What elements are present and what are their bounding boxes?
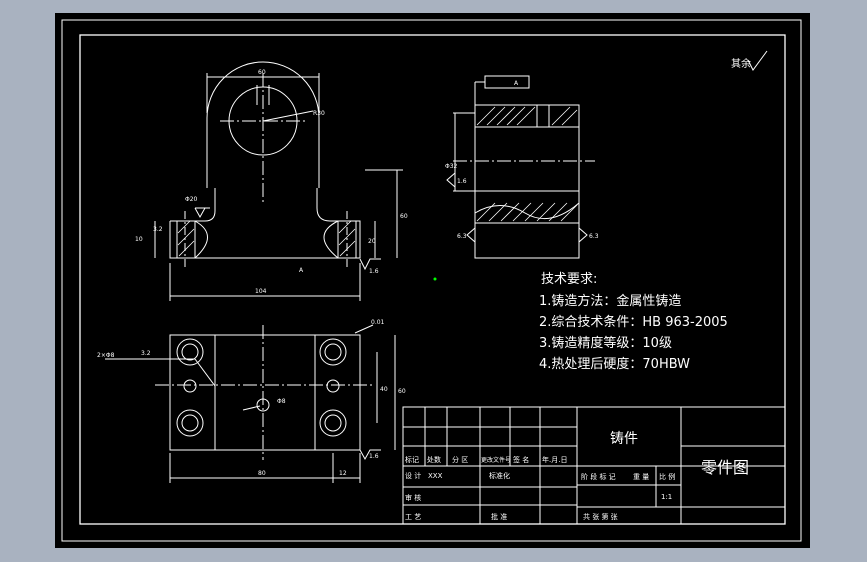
dim-top-width: 60 — [258, 69, 266, 76]
inner-border — [79, 34, 786, 525]
finish-63-a: 6.3 — [457, 233, 467, 240]
dim-vertical-bore: Φ32 — [445, 163, 458, 170]
datum-frame: A — [514, 80, 519, 87]
finish-63-b: 6.3 — [589, 233, 599, 240]
dim-plan-height: 60 — [398, 388, 406, 395]
tb-part-name: 铸件 — [610, 431, 638, 447]
dim-hole-small: Φ8 — [277, 398, 286, 405]
tb-sign-mark: 标记 — [405, 455, 419, 464]
tb-stage-mark: 阶 段 标 记 — [581, 472, 616, 481]
datum-a: A — [299, 267, 304, 274]
tech-heading: 技术要求: — [541, 272, 597, 287]
finish-32-a: 3.2 — [153, 226, 163, 233]
drawing-sheet: 60 R30 104 60 20 10 Φ20 80 12 60 40 Φ32 … — [55, 13, 810, 548]
dim-radius: R30 — [313, 110, 325, 117]
front-view — [154, 61, 403, 301]
tech-item-3: 3.铸造精度等级：10级 — [539, 335, 672, 351]
hole-callout: 2×Φ8 — [97, 352, 115, 359]
dim-hole-dia: Φ20 — [185, 196, 198, 203]
tb-standardize: 标准化 — [489, 471, 510, 480]
tb-scale: 1:1 — [661, 493, 672, 501]
tb-ratio: 比 例 — [659, 472, 675, 481]
tb-sign-zone: 分 区 — [452, 455, 468, 464]
tb-approve: 批 准 — [491, 512, 507, 521]
dim-total-height: 60 — [400, 213, 408, 220]
tb-sign-count: 处数 — [427, 455, 441, 464]
tech-item-1: 1.铸造方法：金属性铸造 — [539, 293, 681, 309]
dim-base-height: 20 — [368, 238, 376, 245]
dim-base-thick: 10 — [135, 236, 143, 243]
tb-weight: 重 量 — [633, 473, 649, 481]
tolerance-callout: 0.01 — [371, 319, 385, 326]
finish-16-a: 1.6 — [369, 268, 379, 275]
tb-sign-name: 签 名 — [513, 455, 529, 464]
finish-16-c: 1.6 — [457, 178, 467, 185]
tb-design: 设 计 — [405, 471, 421, 480]
finish-32-b: 3.2 — [141, 350, 151, 357]
surface-finish-note: 其余 — [731, 57, 751, 70]
tech-item-4: 4.热处理后硬度：70HBW — [539, 356, 690, 372]
finish-16-b: 1.6 — [369, 453, 379, 460]
finish-symbols — [194, 50, 768, 461]
tech-item-2: 2.综合技术条件：HB 963-2005 — [539, 314, 728, 330]
tb-drawing-title: 零件图 — [701, 458, 749, 477]
section-hatching — [177, 106, 578, 257]
title-block-grid — [402, 406, 786, 525]
tb-design-name: XXX — [428, 472, 443, 480]
side-view — [453, 75, 595, 259]
tech-requirements: 技术要求: 1.铸造方法：金属性铸造 2.综合技术条件：HB 963-2005 … — [539, 272, 728, 372]
tb-review: 审 核 — [405, 493, 421, 502]
cursor-dot — [433, 277, 437, 281]
tb-sign-docno: 更改文件号 — [481, 456, 511, 464]
tb-process: 工 艺 — [405, 513, 421, 521]
dim-plan-offset: 12 — [339, 470, 347, 477]
dim-length: 104 — [255, 288, 267, 295]
dim-plan-inner: 40 — [380, 386, 388, 393]
dim-plan-width: 80 — [258, 470, 266, 477]
tb-sign-date: 年.月.日 — [542, 455, 567, 464]
outer-border — [61, 19, 802, 542]
tb-sheets: 共 张 第 张 — [583, 512, 618, 521]
cad-drawing: 60 R30 104 60 20 10 Φ20 80 12 60 40 Φ32 … — [61, 19, 802, 542]
top-view — [105, 324, 396, 483]
